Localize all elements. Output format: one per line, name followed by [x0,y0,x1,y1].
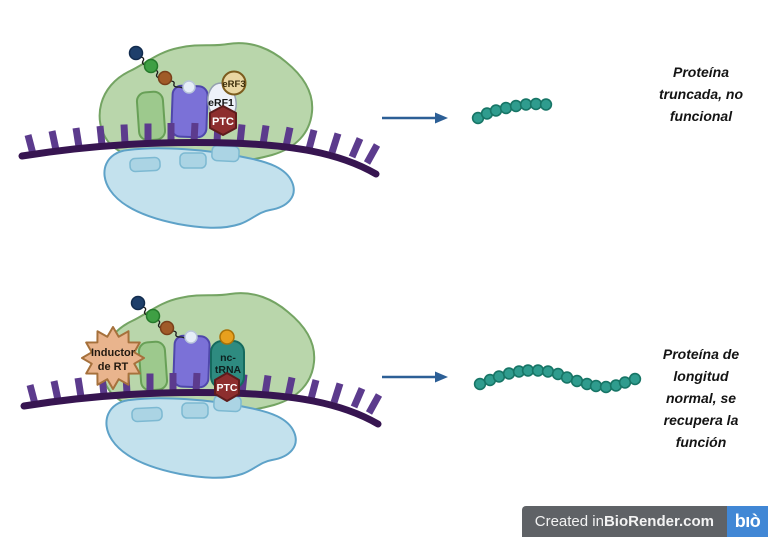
arrow-right-icon [382,371,448,383]
inducer-label-line1: Inductor [91,347,136,359]
badge-brand: BioRender.com [603,513,714,530]
ptc-label: PTC [212,116,234,128]
inducer-label-line2: de RT [98,361,129,373]
readthrough-inducer-starburst [81,326,145,390]
panel-top-ptc-termination: eRF3 eRF1 PTC [22,43,553,228]
ptc-hexagon [214,372,240,402]
erf1-label: eRF1 [208,97,234,109]
full-length-protein-chain [473,364,642,394]
erf3-shape [221,70,247,96]
ptc-hexagon [209,105,237,136]
erf3-label: eRF3 [222,79,245,90]
nc-trna-cap-bead [219,329,235,345]
nc-trna-label-line2: tRNA [215,364,242,376]
arrow-right-icon [382,112,448,124]
truncated-protein-chain [471,97,553,125]
result-text-full-length: Proteína de longitud normal, se recupera… [662,346,740,450]
biorender-logo-icon[interactable]: bıò [727,506,768,537]
nc-trna-label-line1: nc- [220,352,236,364]
panel-bottom-readthrough: nc- tRNA PTC Inductor de RT [24,293,642,478]
biorender-badge[interactable]: Created in BioRender.com bıò [521,506,768,537]
badge-prefix: Created in [534,513,604,530]
ptc-label: PTC [217,382,238,394]
result-text-truncated: Proteína truncada, no funcional [658,64,743,124]
badge-text[interactable]: Created in BioRender.com [521,506,727,537]
